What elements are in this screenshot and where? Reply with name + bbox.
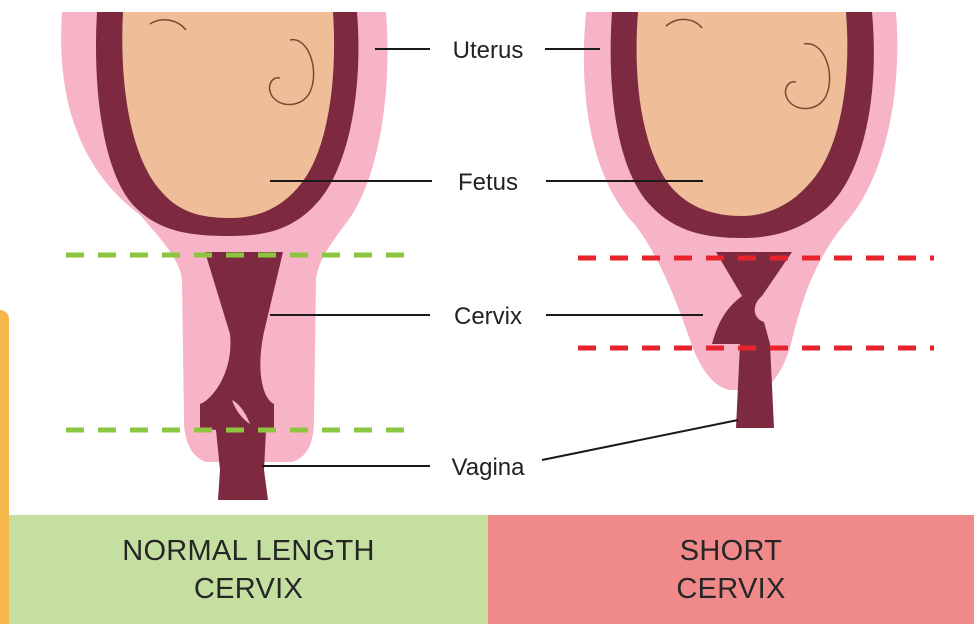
short-uterus-figure	[584, 12, 897, 428]
normal-caption-line-2: CERVIX	[122, 570, 375, 608]
vagina-label: Vagina	[452, 454, 526, 481]
cervix-comparison-illustration: Uterus Fetus Cervix Vagina	[0, 0, 974, 515]
accent-edge-bar	[0, 310, 9, 624]
vagina-leader-right	[542, 420, 738, 460]
short-cervix-caption: SHORT CERVIX	[676, 532, 785, 608]
normal-cervix-caption: NORMAL LENGTH CERVIX	[122, 532, 375, 608]
cervix-label: Cervix	[454, 303, 522, 330]
uterus-label: Uterus	[453, 37, 524, 64]
short-cervix-caption-panel: SHORT CERVIX	[488, 515, 974, 624]
normal-cervix-caption-panel: NORMAL LENGTH CERVIX	[9, 515, 488, 624]
fetus-label: Fetus	[458, 169, 518, 196]
short-caption-line-2: CERVIX	[676, 570, 785, 608]
normal-caption-line-1: NORMAL LENGTH	[122, 532, 375, 570]
short-caption-line-1: SHORT	[676, 532, 785, 570]
